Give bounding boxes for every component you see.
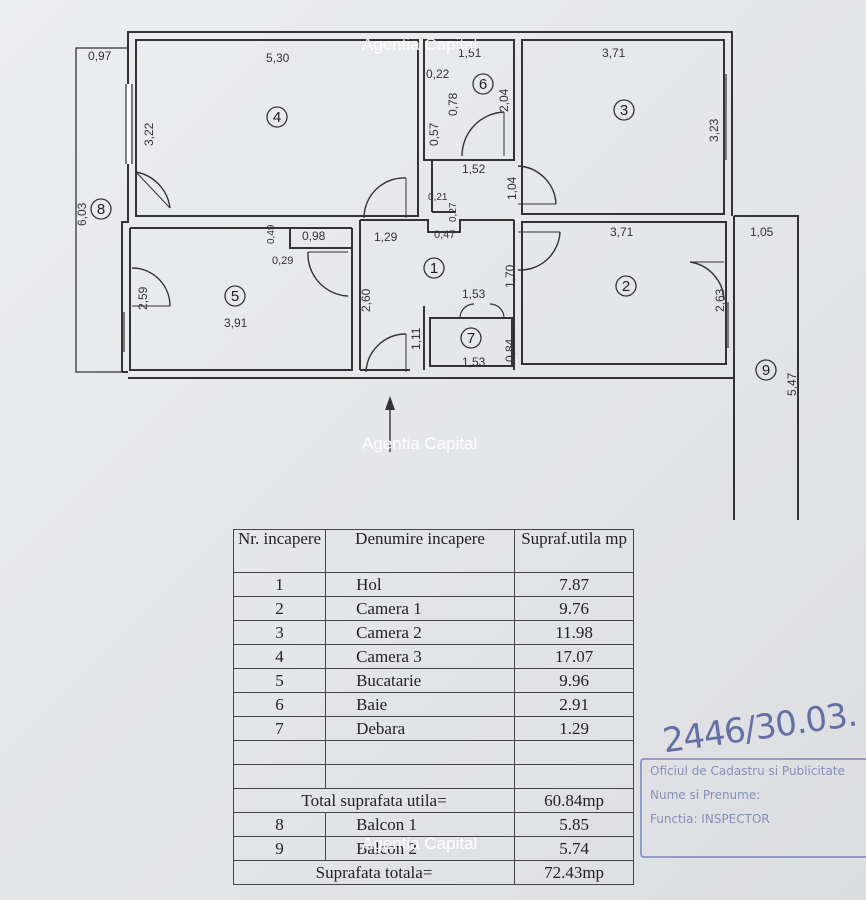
empty-row	[232, 740, 635, 765]
svg-text:0,49: 0,49	[266, 224, 277, 244]
total-value: 72.43mp	[514, 860, 635, 885]
svg-text:0,47: 0,47	[434, 229, 455, 241]
svg-text:2,60: 2,60	[359, 288, 373, 312]
svg-text:1,53: 1,53	[462, 355, 486, 369]
room-marker	[266, 106, 288, 128]
room-number: 3	[620, 102, 628, 119]
svg-text:2,59: 2,59	[136, 286, 150, 310]
svg-text:0,22: 0,22	[426, 67, 450, 81]
room-number: 2	[622, 278, 630, 295]
table-header-row: Nr. incapere Denumire incapere Supraf.ut…	[232, 529, 635, 573]
room-number: 7	[467, 330, 475, 347]
floor-plan: 1 2 3 4 5 6 7 8 9 0,97 5,30 1,51 3,71 0,…	[75, 31, 799, 520]
svg-text:1,11: 1,11	[409, 327, 423, 350]
total-useful-label: Total suprafata utila=	[232, 788, 516, 813]
svg-text:0,78: 0,78	[446, 92, 460, 116]
dimension-labels: 0,97 5,30 1,51 3,71 0,22 2,04 0,78 3,22 …	[75, 46, 799, 396]
svg-text:2,63: 2,63	[713, 288, 727, 312]
total-useful-row: Total suprafata utila= 60.84mp	[232, 788, 635, 813]
room-marker	[755, 359, 777, 381]
total-row: Suprafata totala= 72.43mp	[232, 860, 635, 885]
room-number: 4	[273, 109, 281, 126]
svg-text:0,57: 0,57	[427, 122, 441, 146]
svg-text:3,23: 3,23	[707, 118, 721, 142]
svg-text:1,52: 1,52	[462, 162, 486, 176]
empty-row	[232, 764, 635, 789]
svg-text:0,98: 0,98	[302, 229, 326, 243]
office-stamp: Oficiul de Cadastru si Publicitate Nume …	[640, 758, 866, 858]
room-number: 9	[762, 362, 770, 379]
stamp-line: Oficiul de Cadastru si Publicitate	[650, 764, 845, 778]
svg-text:3,71: 3,71	[602, 46, 626, 60]
handwritten-registration: 2446/30.03.	[660, 694, 859, 762]
svg-text:1,04: 1,04	[505, 176, 519, 200]
total-useful-value: 60.84mp	[514, 788, 635, 813]
svg-text:0,29: 0,29	[272, 255, 293, 267]
room-marker	[224, 285, 246, 307]
room-number: 6	[479, 76, 487, 93]
svg-text:1,51: 1,51	[458, 46, 482, 60]
svg-text:3,22: 3,22	[142, 122, 156, 146]
svg-text:1,29: 1,29	[374, 230, 398, 244]
area-table: Nr. incapere Denumire incapere Supraf.ut…	[232, 529, 635, 885]
svg-text:0,21: 0,21	[428, 192, 448, 203]
svg-text:6,03: 6,03	[75, 202, 89, 226]
room-marker	[472, 73, 494, 95]
svg-text:5,47: 5,47	[785, 372, 799, 396]
svg-text:0,97: 0,97	[88, 49, 112, 63]
svg-text:2,04: 2,04	[497, 88, 511, 112]
watermark-text: Agentia Capital	[362, 434, 477, 453]
svg-text:0,27: 0,27	[448, 202, 459, 222]
svg-text:1,70: 1,70	[503, 264, 517, 288]
stamp-line: Functia: INSPECTOR	[650, 812, 770, 826]
svg-text:1,05: 1,05	[750, 225, 774, 239]
watermark-text: Agentia Capital	[362, 35, 477, 54]
room-number: 1	[430, 260, 438, 277]
watermark-text: Agentia Capital	[362, 834, 478, 853]
svg-text:3,71: 3,71	[610, 225, 634, 239]
column-header: Nr. incapere	[232, 529, 327, 573]
room-marker	[613, 99, 635, 121]
svg-text:1,53: 1,53	[462, 287, 486, 301]
column-header: Supraf.utila mp	[514, 529, 635, 573]
room-number: 8	[97, 201, 105, 218]
room-number: 5	[231, 288, 239, 305]
svg-text:5,30: 5,30	[266, 51, 290, 65]
room-marker	[90, 198, 112, 220]
room-marker	[423, 257, 445, 279]
total-label: Suprafata totala=	[232, 860, 516, 885]
room-marker	[460, 327, 482, 349]
svg-text:0,84: 0,84	[503, 338, 517, 362]
column-header: Denumire incapere	[325, 529, 516, 573]
room-marker	[615, 275, 637, 297]
stamp-line: Nume si Prenume:	[650, 788, 761, 802]
svg-text:3,91: 3,91	[224, 316, 248, 330]
